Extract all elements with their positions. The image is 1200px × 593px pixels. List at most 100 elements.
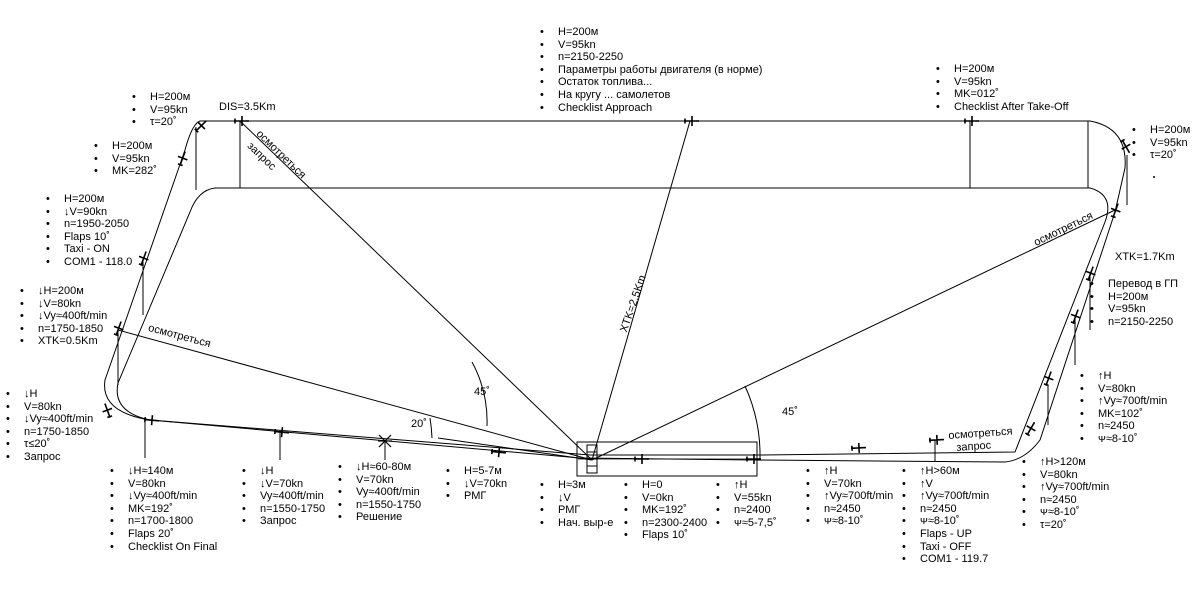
- note-line: MK=192˚: [106, 503, 217, 516]
- note-line: n=1750-1850: [2, 426, 93, 439]
- request-bottom-right: запрос: [956, 439, 992, 454]
- note-line: Flaps 20˚: [106, 528, 217, 541]
- note-line: H=200м: [1128, 124, 1190, 137]
- note-top-center: H=200мV=95knn=2150-2250Параметры работы …: [536, 26, 762, 114]
- note-line: n≈2400: [712, 504, 777, 517]
- aircraft-markers: [99, 115, 1135, 465]
- note-line: Параметры работы двигателя (в норме): [536, 64, 762, 77]
- note-line: Flaps - UP: [898, 528, 989, 541]
- note-touchdown: H≈3м↓VРМГНач. выр-е: [536, 479, 613, 529]
- note-line: Taxi - ON: [42, 243, 132, 256]
- note-line: MK=282˚: [90, 165, 157, 178]
- note-line: ↑V: [898, 478, 989, 491]
- note-line: ᴪ≈5-7,5˚: [712, 517, 777, 530]
- note-line: n=2150-2250: [536, 51, 762, 64]
- note-line: XTK=0.5Km: [16, 335, 107, 348]
- note-left-3: ↓HV=80kn↓Vy≈400ft/minn=1750-1850τ≤20˚Зап…: [2, 388, 93, 464]
- note-line: ↓Vy≈400ft/min: [106, 490, 217, 503]
- note-far-right-top: H=200мV=95knτ=20˚: [1128, 124, 1190, 162]
- note-line: H=200м: [536, 26, 762, 39]
- note-line: V=80kn: [1018, 469, 1109, 482]
- note-line: ↓H≈60-80м: [334, 461, 421, 474]
- inner-pattern-path: [116, 187, 1109, 456]
- connector-lines: [117, 121, 1128, 462]
- note-line: n=1750-1850: [16, 323, 107, 336]
- note-initial-climb: ↑HV=70kn↑Vy≈700ft/minn≈2450ᴪ≈8-10˚: [802, 465, 893, 528]
- note-line: n≈2450: [802, 503, 893, 516]
- note-rotation: ↑HV=55knn≈2400ᴪ≈5-7,5˚: [712, 479, 777, 529]
- note-line: V=95kn: [90, 153, 157, 166]
- note-line: ↓H: [238, 465, 325, 478]
- note-line: Vy≈400ft/min: [334, 486, 421, 499]
- note-line: V=55kn: [712, 492, 777, 505]
- note-line: Checklist Approach: [536, 102, 762, 115]
- note-line: ↓H=200м: [16, 285, 107, 298]
- note-line: V=70kn: [802, 478, 893, 491]
- note-line: Решение: [334, 511, 421, 524]
- note-line: Checklist After Take-Off: [932, 101, 1069, 114]
- note-line: n≈2450: [1018, 494, 1109, 507]
- note-line: Перевод в ГП: [1086, 278, 1178, 291]
- note-line: ↓H≈140м: [106, 465, 217, 478]
- note-line: V=95kn: [1128, 137, 1190, 150]
- note-line: n=1950-2050: [42, 218, 132, 231]
- note-upper-left: H=200мV=95knMK=282˚: [90, 140, 157, 178]
- note-line: Flaps 10˚: [620, 529, 707, 542]
- sight-lines: [117, 120, 1116, 461]
- note-line: H=200м: [932, 63, 1069, 76]
- note-right-mid: Перевод в ГПH=200мV=95knn=2150-2250: [1086, 278, 1178, 328]
- angle-45-left-label: 45˚: [474, 386, 490, 398]
- note-line: V=80kn: [106, 478, 217, 491]
- note-line: Flaps 10˚: [42, 231, 132, 244]
- note-line: n=1700-1800: [106, 515, 217, 528]
- note-line: V=95kn: [536, 39, 762, 52]
- note-line: ↓V=70kn: [442, 478, 507, 491]
- note-line: ↑H: [802, 465, 893, 478]
- note-line: РМГ: [536, 504, 613, 517]
- note-line: ↑Vy≈700ft/min: [1018, 481, 1109, 494]
- note-flare: H=5-7м↓V=70knРМГ: [442, 465, 507, 503]
- note-line: n≈2450: [898, 503, 989, 516]
- dis-label: DIS=3.5Km: [219, 101, 276, 113]
- note-line: На кругу ... самолетов: [536, 89, 762, 102]
- note-approach: ↓H↓V=70knVy≈400ft/minn=1550-1750Запрос: [238, 465, 325, 528]
- note-line: V=70kn: [334, 474, 421, 487]
- note-line: ↑H>60м: [898, 465, 989, 478]
- note-line: Запрос: [238, 515, 325, 528]
- note-line: H=200м: [42, 193, 132, 206]
- note-line: H=200м: [90, 140, 157, 153]
- note-line: MK=192˚: [620, 504, 707, 517]
- note-line: V=95kn: [128, 104, 190, 117]
- xtk-right-label: XTK=1.7Km: [1115, 251, 1175, 263]
- note-line: РМГ: [442, 490, 507, 503]
- note-right-bottom: ↑H>120мV=80kn↑Vy≈700ft/minn≈2450ᴪ≈8-10˚τ…: [1018, 456, 1109, 532]
- note-line: n=1550-1750: [238, 503, 325, 516]
- note-line: COM1 - 119.7: [898, 553, 989, 566]
- note-line: n=2300-2400: [620, 517, 707, 530]
- note-top-left: H=200мV=95knτ=20˚: [128, 91, 190, 129]
- note-line: Checklist On Final: [106, 541, 217, 554]
- note-line: COM1 - 118.0: [42, 256, 132, 269]
- note-line: H=200м: [1086, 291, 1178, 304]
- note-line: Нач. выр-е: [536, 517, 613, 530]
- note-line: ↑H>120м: [1018, 456, 1109, 469]
- note-final: ↓H≈140мV=80kn↓Vy≈400ft/minMK=192˚n=1700-…: [106, 465, 217, 553]
- note-line: Запрос: [2, 451, 93, 464]
- note-line: ↓H: [2, 388, 93, 401]
- note-line: ↑Vy≈700ft/min: [1076, 395, 1167, 408]
- note-line: Taxi - OFF: [898, 541, 989, 554]
- note-line: MK=012˚: [932, 88, 1069, 101]
- note-line: n=1550-1750: [334, 499, 421, 512]
- note-lineup: H=0V=0knMK=192˚n=2300-2400Flaps 10˚: [620, 479, 707, 542]
- note-line: H=0: [620, 479, 707, 492]
- note-line: V=80kn: [2, 401, 93, 414]
- note-line: n=2150-2250: [1086, 316, 1178, 329]
- note-line: Остаток топлива...: [536, 76, 762, 89]
- note-line: ↑Vy≈700ft/min: [802, 490, 893, 503]
- note-line: ↓Vy≈400ft/min: [16, 310, 107, 323]
- note-line: H=200м: [128, 91, 190, 104]
- note-line: V=80kn: [1076, 383, 1167, 396]
- note-top-right: H=200мV=95knMK=012˚Checklist After Take-…: [932, 63, 1069, 113]
- note-climb-60: ↑H>60м↑V↑Vy≈700ft/minn≈2450ᴪ≈8-10˚Flaps …: [898, 465, 989, 566]
